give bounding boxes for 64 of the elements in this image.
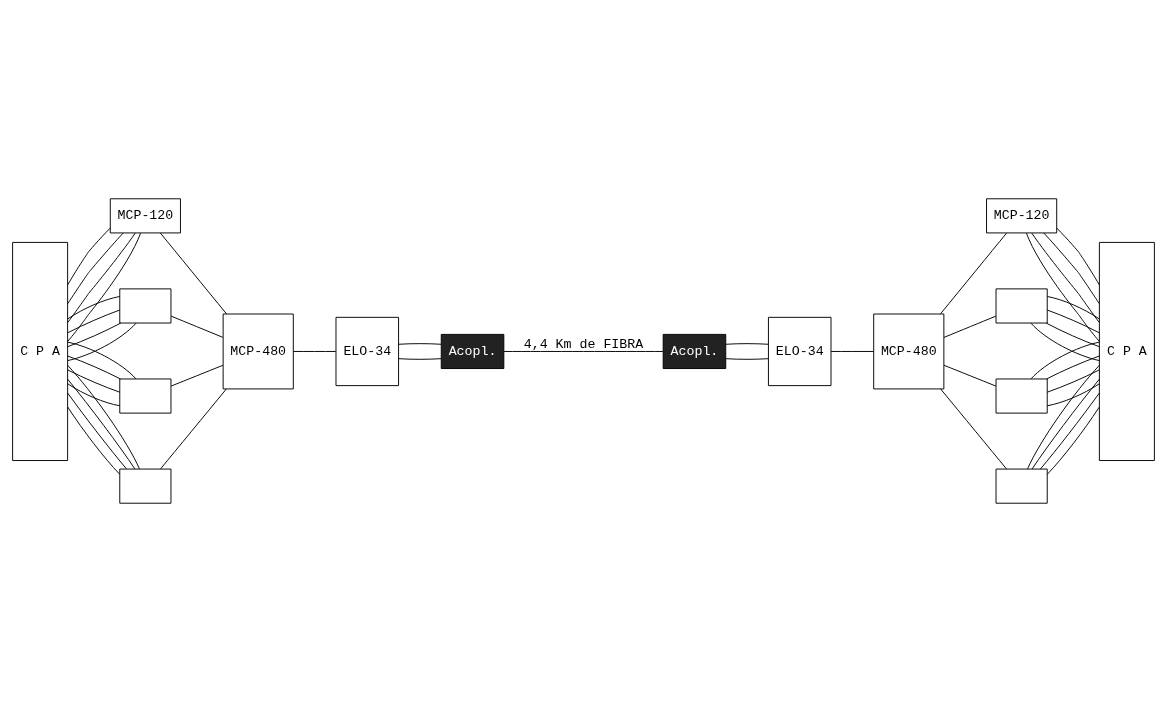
connector	[159, 232, 228, 315]
connector	[503, 351, 664, 352]
connector	[940, 232, 1007, 315]
edge-label: 4,4 Km de FIBRA	[523, 336, 644, 352]
connector	[170, 364, 224, 387]
connector	[1039, 392, 1100, 470]
connector	[67, 322, 122, 348]
connector	[67, 232, 124, 304]
connector	[943, 364, 997, 387]
connector	[67, 322, 137, 362]
connector	[67, 227, 111, 286]
connector	[67, 355, 121, 380]
connector	[1046, 369, 1100, 393]
node-box: ELO-34	[335, 316, 400, 387]
connector	[1046, 406, 1100, 475]
connector	[1025, 232, 1100, 342]
connector	[170, 315, 224, 338]
node-box	[119, 468, 172, 504]
connector	[67, 341, 137, 380]
connector	[67, 383, 121, 407]
connector	[398, 343, 442, 345]
node-box	[119, 288, 172, 324]
connector	[1056, 227, 1100, 286]
connector	[1043, 232, 1100, 304]
connector	[67, 406, 121, 475]
connector	[67, 392, 127, 470]
connector	[1031, 378, 1100, 470]
connector	[1027, 364, 1100, 470]
connector	[292, 351, 337, 352]
connector	[67, 309, 121, 334]
node-box	[995, 468, 1048, 504]
node-box: MCP-480	[222, 313, 294, 390]
connector	[943, 315, 997, 338]
connector	[398, 358, 442, 360]
node-box: C P A	[1098, 241, 1155, 461]
node-box: MCP-120	[986, 198, 1058, 234]
connector	[160, 388, 227, 470]
node-box: Acopl.	[440, 333, 505, 369]
connector	[67, 378, 136, 470]
node-box	[119, 378, 172, 414]
node-box: ELO-34	[767, 316, 832, 387]
connector	[1046, 383, 1100, 407]
connector	[67, 296, 121, 320]
connector	[1046, 296, 1100, 320]
connector	[1045, 322, 1100, 348]
connector	[830, 351, 875, 352]
connector	[67, 232, 142, 342]
connector	[1046, 309, 1100, 334]
connector	[67, 364, 140, 470]
connector	[1030, 322, 1100, 362]
node-box: MCP-120	[109, 198, 181, 234]
connector	[725, 343, 769, 345]
node-box	[995, 378, 1048, 414]
connector	[67, 369, 121, 393]
node-box: C P A	[12, 241, 69, 461]
connector	[940, 388, 1007, 470]
node-box: Acopl.	[662, 333, 727, 369]
connector	[1046, 355, 1100, 380]
connector	[1031, 232, 1100, 323]
connector	[725, 358, 769, 360]
connector	[1030, 341, 1100, 380]
connector	[67, 232, 136, 323]
node-box	[995, 288, 1048, 324]
node-box: MCP-480	[873, 313, 945, 390]
